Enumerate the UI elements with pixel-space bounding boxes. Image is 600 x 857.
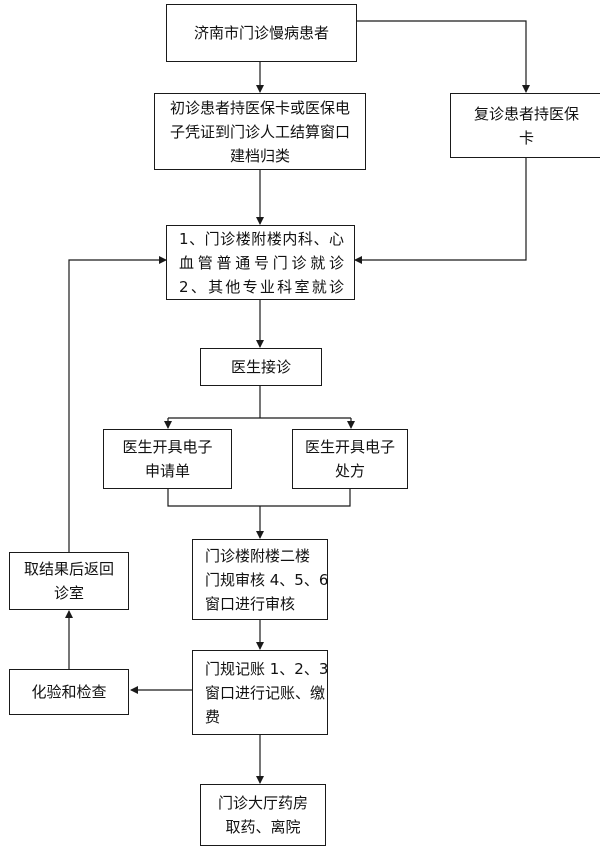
pharmacy-line-1: 门诊大厅药房 — [217, 794, 308, 812]
doctor-node: 医生接诊 — [200, 348, 322, 386]
billing-line-2: 窗口进行记账、缴 — [205, 683, 326, 702]
audit-node: 门诊楼附楼二楼 门规审核 4、5、6 窗口进行审核 — [192, 539, 328, 620]
return-visit-node: 复诊患者持医保 卡 — [450, 93, 600, 158]
e-prescription-line-2: 处方 — [334, 462, 365, 480]
pharmacy-node: 门诊大厅药房 取药、离院 — [200, 784, 326, 846]
clinic-line-1: 1、门诊楼附楼内科、心 — [179, 229, 344, 248]
doctor-line-1: 医生接诊 — [230, 358, 291, 376]
first-visit-line-1: 初诊患者持医保卡或医保电 — [169, 98, 350, 117]
return-visit-line-2: 卡 — [518, 128, 534, 147]
clinic-line-2: 血管普通号门诊就诊 — [179, 253, 344, 272]
arrow-results-to-clinic — [68, 256, 167, 552]
start-node: 济南市门诊慢病患者 — [166, 4, 357, 62]
audit-line-3: 窗口进行审核 — [205, 594, 296, 613]
first-visit-node: 初诊患者持医保卡或医保电 子凭证到门诊人工结算窗口 建档归类 — [154, 93, 366, 170]
billing-node: 门规记账 1、2、3 窗口进行记账、缴 费 — [192, 650, 328, 735]
first-visit-line-3: 建档归类 — [229, 146, 290, 165]
clinic-node: 1、门诊楼附楼内科、心 血管普通号门诊就诊 2、其他专业科室就诊 — [166, 225, 355, 300]
audit-line-2: 门规审核 4、5、6 — [205, 570, 329, 589]
arrow-return-visit-to-clinic — [354, 158, 527, 264]
return-results-node: 取结果后返回 诊室 — [9, 552, 129, 610]
lab-test-line-1: 化验和检查 — [31, 683, 107, 701]
e-request-line-1: 医生开具电子 — [122, 438, 213, 456]
line-doctor-split — [168, 386, 351, 419]
billing-line-1: 门规记账 1、2、3 — [205, 659, 329, 678]
line-merge — [167, 489, 351, 507]
return-results-line-1: 取结果后返回 — [23, 560, 114, 578]
e-prescription-line-1: 医生开具电子 — [304, 438, 395, 456]
clinic-line-3: 2、其他专业科室就诊 — [179, 277, 344, 296]
billing-line-3: 费 — [205, 707, 221, 726]
return-visit-line-1: 复诊患者持医保 — [473, 104, 579, 123]
audit-line-1: 门诊楼附楼二楼 — [205, 546, 311, 565]
e-prescription-node: 医生开具电子 处方 — [292, 429, 408, 489]
first-visit-line-2: 子凭证到门诊人工结算窗口 — [169, 122, 350, 141]
e-request-line-2: 申请单 — [144, 462, 190, 480]
arrow-start-to-return-visit — [357, 20, 530, 93]
pharmacy-line-2: 取药、离院 — [225, 818, 301, 836]
lab-test-node: 化验和检查 — [9, 669, 129, 715]
return-results-line-2: 诊室 — [53, 584, 84, 602]
e-request-node: 医生开具电子 申请单 — [103, 429, 232, 489]
start-node-line-1: 济南市门诊慢病患者 — [193, 24, 329, 42]
